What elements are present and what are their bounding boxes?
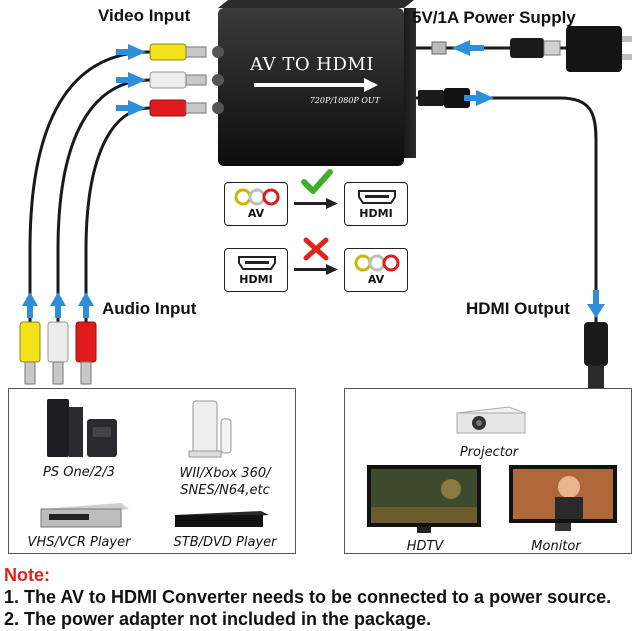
compat-no-source-label: HDMI — [239, 273, 273, 286]
source-label-ps: PS One/2/3 — [43, 465, 115, 480]
compat-no-source-box: HDMI — [224, 248, 288, 292]
device-subtitle: 720P/1080P OUT — [309, 96, 380, 105]
ps-console-image — [47, 399, 117, 457]
note-heading: Note: — [4, 565, 50, 585]
rca-plugs-top — [149, 43, 207, 117]
converter-box — [212, 0, 416, 166]
cross-icon — [303, 237, 329, 261]
right-arrow-icon — [294, 198, 338, 209]
hdmi-port-icon — [238, 256, 276, 270]
compat-ok-source-label: AV — [247, 207, 265, 220]
check-icon — [301, 169, 333, 194]
compat-ok-target-box: HDMI — [344, 182, 408, 226]
compat-ok-source-box: AV — [224, 182, 288, 226]
display-devices-panel: Projector HDTV Monitor — [344, 388, 632, 554]
compat-ok-target-label: HDMI — [359, 207, 393, 220]
audio-input-label: Audio Input — [102, 299, 197, 318]
display-label-hdtv: HDTV — [406, 539, 444, 554]
rca-in-arrows — [116, 44, 146, 116]
note-line-2: 2. The power adapter not included in the… — [4, 609, 432, 629]
audio-in-arrows — [22, 292, 94, 318]
source-devices-panel: PS One/2/3 WII/Xbox 360/ SNES/N64,etc VH… — [8, 388, 296, 554]
vcr-player-image — [40, 503, 129, 528]
rca-jacks-icon — [234, 188, 280, 206]
power-supply-label: 5V/1A Power Supply — [412, 8, 576, 27]
source-label-vcr: VHS/VCR Player — [27, 535, 131, 550]
compat-no-target-box: AV — [344, 248, 408, 292]
device-title: AV TO HDMI — [250, 54, 374, 75]
source-label-dvd: STB/DVD Player — [173, 535, 277, 550]
display-label-projector: Projector — [459, 445, 519, 460]
display-label-monitor: Monitor — [531, 539, 581, 554]
rca-plugs-bottom — [19, 321, 97, 385]
video-input-label: Video Input — [98, 6, 191, 25]
hdmi-port-icon — [358, 190, 396, 204]
projector-image — [455, 406, 527, 434]
hdmi-output-label: HDMI Output — [466, 299, 570, 318]
usb-power-cable — [416, 26, 632, 72]
hdtv-image — [367, 465, 481, 533]
hdmi-cable — [416, 88, 608, 388]
compat-no-target-label: AV — [367, 273, 385, 286]
monitor-image — [509, 465, 617, 531]
right-arrow-icon — [294, 264, 338, 275]
dvd-player-image — [175, 511, 269, 527]
rca-jacks-icon — [354, 254, 400, 272]
wii-console-image — [188, 400, 232, 458]
source-label-wii: WII/Xbox 360/ SNES/N64,etc — [179, 466, 271, 498]
note-line-1: 1. The AV to HDMI Converter needs to be … — [4, 587, 612, 607]
rca-cables — [28, 50, 151, 340]
